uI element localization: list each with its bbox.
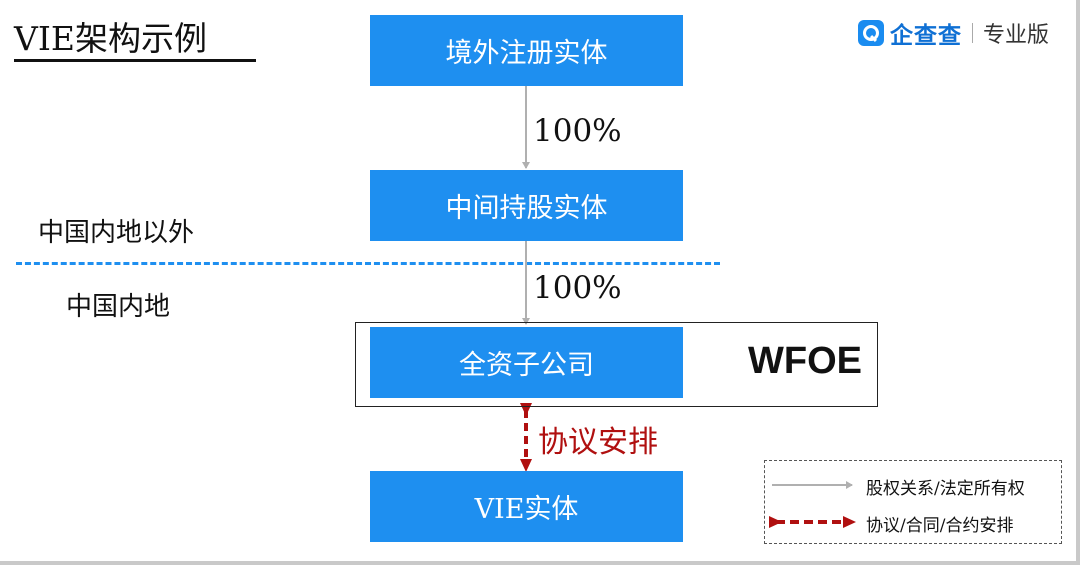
logo-name: 企查查 [890, 23, 962, 49]
region-label-outside: 中国内地以外 [38, 218, 195, 248]
wfoe-label: WFOE [748, 340, 862, 382]
wfoe-subsidiary-node: 全资子公司 [370, 327, 683, 398]
legend-equity-label: 股权关系/法定所有权 [866, 479, 1025, 499]
wfoe-group-frame [355, 322, 878, 407]
logo-edition: 专业版 [983, 23, 1050, 48]
page-title: VIE架构示例 [14, 19, 207, 58]
logo-separator [972, 23, 973, 43]
region-label-inside: 中国内地 [66, 292, 171, 322]
vie-entity-node: VIE实体 [370, 471, 683, 542]
border-boundary-line [16, 262, 720, 265]
ownership-percent-holding-wfoe: 100% [533, 270, 622, 306]
legend-contract-label: 协议/合同/合约安排 [866, 516, 1014, 536]
holding-entity-node: 中间持股实体 [370, 170, 683, 241]
brand-logo: 企查查 专业版 [858, 17, 1049, 49]
search-logo-icon [858, 20, 884, 46]
legend-box [764, 460, 1062, 544]
ownership-percent-offshore-holding: 100% [533, 113, 622, 149]
offshore-entity-node: 境外注册实体 [370, 15, 683, 86]
agreement-label: 协议安排 [538, 425, 658, 460]
title-underline [14, 59, 256, 62]
